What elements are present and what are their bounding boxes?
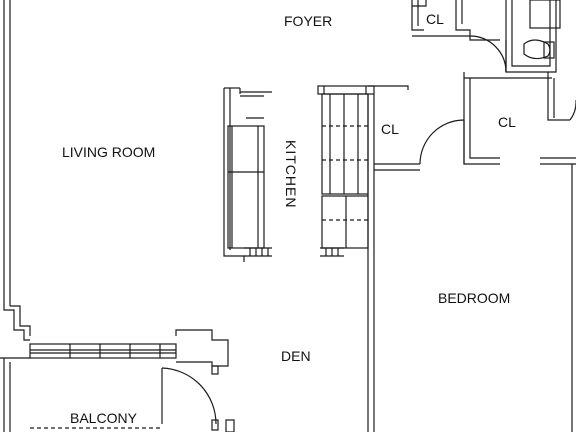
- hall-closet-door-swing: [419, 119, 465, 165]
- left-exterior-wall: [3, 0, 31, 341]
- bathroom-fixtures: [505, 0, 561, 73]
- den-label: DEN: [281, 348, 311, 364]
- hall-closet-label: CL: [381, 121, 399, 137]
- living-room-label: LIVING ROOM: [62, 144, 156, 160]
- bedroom-closet-label: CL: [498, 114, 516, 130]
- kitchen-right-cabinet: [317, 85, 375, 257]
- foyer-closet-walls: [411, 0, 500, 41]
- bedroom-closet-door-swing: [569, 100, 576, 121]
- balcony-sliding-door: [29, 329, 229, 367]
- foyer-closet-label: CL: [426, 11, 444, 27]
- bedroom-closet-walls: [463, 72, 576, 165]
- balcony-label: BALCONY: [70, 410, 137, 426]
- kitchen-left-cabinet: [223, 87, 272, 262]
- foyer-closet-door-swing: [469, 35, 507, 73]
- balcony-door-swing: [161, 365, 219, 431]
- den-wall-stub: [225, 419, 235, 432]
- bedroom-label: BEDROOM: [438, 290, 511, 306]
- kitchen-label: KITCHEN: [283, 140, 299, 209]
- foyer-label: FOYER: [284, 13, 333, 29]
- balcony-edge: [0, 357, 160, 432]
- hall-closet-walls: [367, 85, 420, 432]
